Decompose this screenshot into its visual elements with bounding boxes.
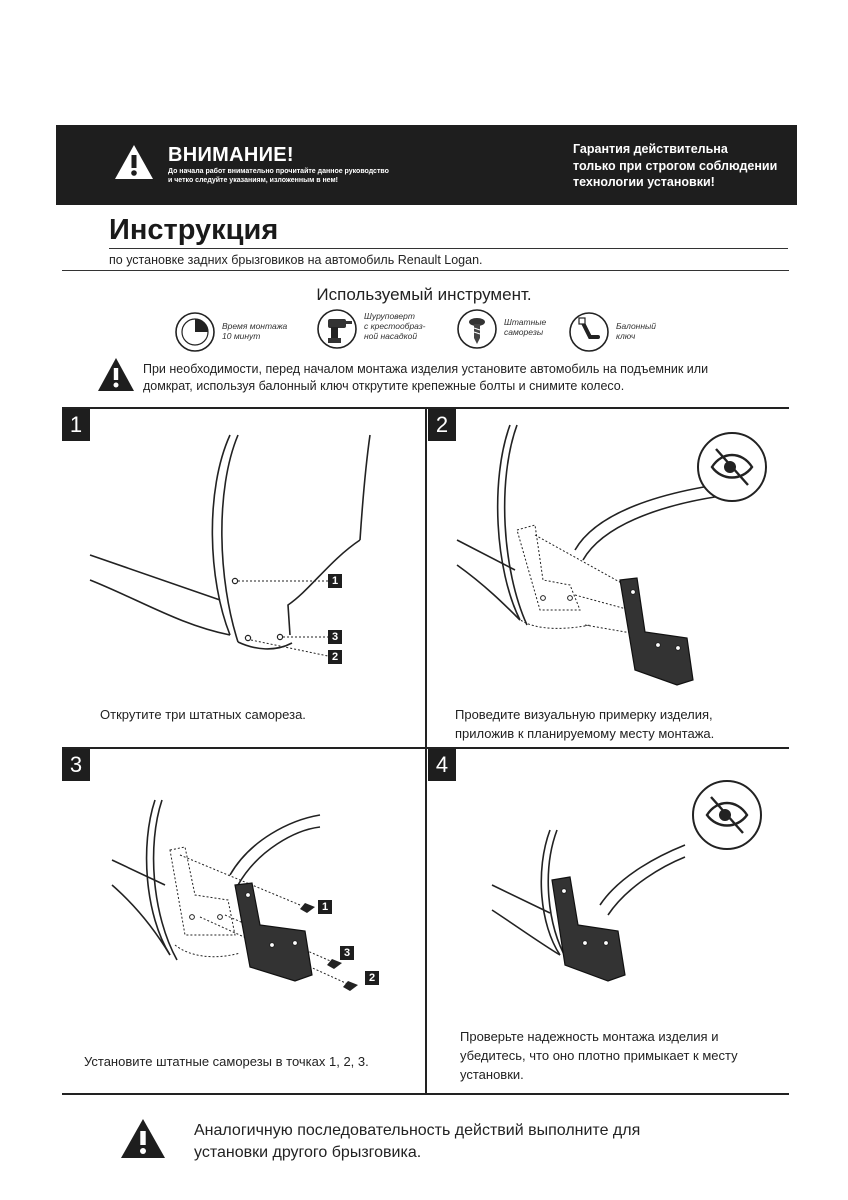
tool-label-drill: Шуруповерт с крестообраз- ной насадкой — [364, 311, 426, 341]
grid-divider-lower — [425, 747, 427, 1095]
warranty-notice: Гарантия действительна только при строго… — [573, 142, 778, 189]
screwdriver-drill-icon — [317, 309, 357, 349]
step-number-4: 4 — [428, 749, 456, 781]
callout-1: 1 — [318, 900, 332, 914]
step-4-caption: Проверьте надежность монтажа изделия и у… — [460, 1029, 738, 1082]
warning-banner — [56, 125, 797, 205]
warning-icon — [115, 145, 153, 179]
screw-icon — [457, 309, 497, 349]
callout-3: 3 — [328, 630, 342, 644]
tool-label-screws: Штатные саморезы — [504, 317, 547, 337]
grid-divider-upper — [425, 407, 427, 750]
inspect-eye-icon — [697, 432, 767, 502]
step-1-illustration — [89, 434, 371, 657]
tool-label-wrench: Балонный ключ — [616, 321, 657, 341]
step-2-caption: Проведите визуальную примерку изделия, п… — [455, 707, 715, 741]
caution-icon — [121, 1119, 165, 1158]
warning-subtext: До начала работ внимательно прочитайте д… — [168, 168, 389, 184]
tools-heading: Используемый инструмент. — [316, 285, 532, 304]
page-subtitle: по установке задних брызговиков на автом… — [109, 253, 483, 267]
step-4-illustration — [491, 829, 686, 982]
subtitle-divider — [62, 270, 789, 271]
tool-label-time: Время монтажа 10 минут — [222, 321, 288, 341]
step-number-2: 2 — [428, 409, 456, 441]
page-title: Инструкция — [109, 214, 279, 246]
caution-icon — [98, 358, 134, 391]
step-number-1: 1 — [62, 409, 90, 441]
inspect-eye-icon — [692, 780, 762, 850]
step-1-caption: Открутите три штатных самореза. — [100, 707, 306, 722]
callout-2: 2 — [328, 650, 342, 664]
title-divider — [109, 248, 788, 249]
warning-title: ВНИМАНИЕ! — [168, 144, 294, 166]
lug-wrench-icon — [569, 312, 609, 352]
callout-3: 3 — [340, 946, 354, 960]
step-number-3: 3 — [62, 749, 90, 781]
preparation-note: При необходимости, перед началом монтажа… — [143, 362, 709, 393]
callout-2: 2 — [365, 971, 379, 985]
final-note: Аналогичную последовательность действий … — [194, 1122, 641, 1161]
step-3-illustration — [111, 799, 358, 991]
clock-icon — [175, 312, 215, 352]
callout-1: 1 — [328, 574, 342, 588]
step-3-caption: Установите штатные саморезы в точках 1, … — [84, 1054, 369, 1069]
